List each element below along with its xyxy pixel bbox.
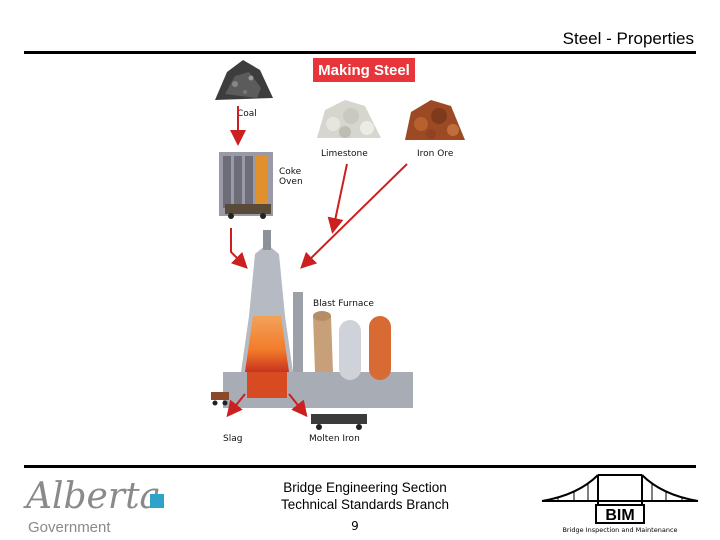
bridge-cable-right [641,474,699,502]
coke-oven [219,152,273,219]
bim-box [595,504,645,524]
bim-caption: Bridge Inspection and Maintenance [562,526,678,534]
bottom-divider [24,465,696,468]
limestone-arrow [327,163,348,234]
blast-furnace [211,230,413,430]
bridge-cable-left [541,474,599,502]
top-divider [24,51,696,54]
coke-arrow [230,228,248,269]
limestone-pile [317,100,381,138]
bim-logo: BIM [541,474,699,524]
iron-ore-arrow [300,163,408,269]
alberta-government-logo: Alberta Government [23,476,164,536]
iron-ore-pile [405,100,465,140]
footer-line-1: Bridge Engineering Section [283,480,447,495]
figure-title-banner [313,58,415,82]
alberta-subtitle: Government [28,519,111,536]
alberta-wordmark: Alberta [23,476,161,517]
slag-arrow [226,393,246,418]
steelmaking-diagram: Making Steel Coal Limestone Iron Ore [211,58,465,444]
footer-text: Bridge Engineering Section Technical Sta… [240,479,490,513]
coke-oven-label-line2: Oven [279,177,303,187]
blast-furnace-label: Blast Furnace [313,299,374,309]
coke-oven-label-line1: Coke [279,167,302,177]
footer-line-2: Technical Standards Branch [280,497,450,512]
iron-ore-label: Iron Ore [417,149,454,159]
limestone-label: Limestone [321,149,368,159]
slag-label: Slag [223,434,242,444]
alberta-square-icon [150,494,164,508]
coal-pile [215,60,273,100]
molten-iron-arrow [288,393,308,418]
figure-title: Making Steel [318,62,410,79]
slide-title: Steel - Properties [562,29,694,48]
molten-iron-label: Molten Iron [309,434,360,444]
page-number: 9 [351,519,359,533]
coal-label: Coal [237,109,257,119]
bim-text: BIM [605,507,634,524]
